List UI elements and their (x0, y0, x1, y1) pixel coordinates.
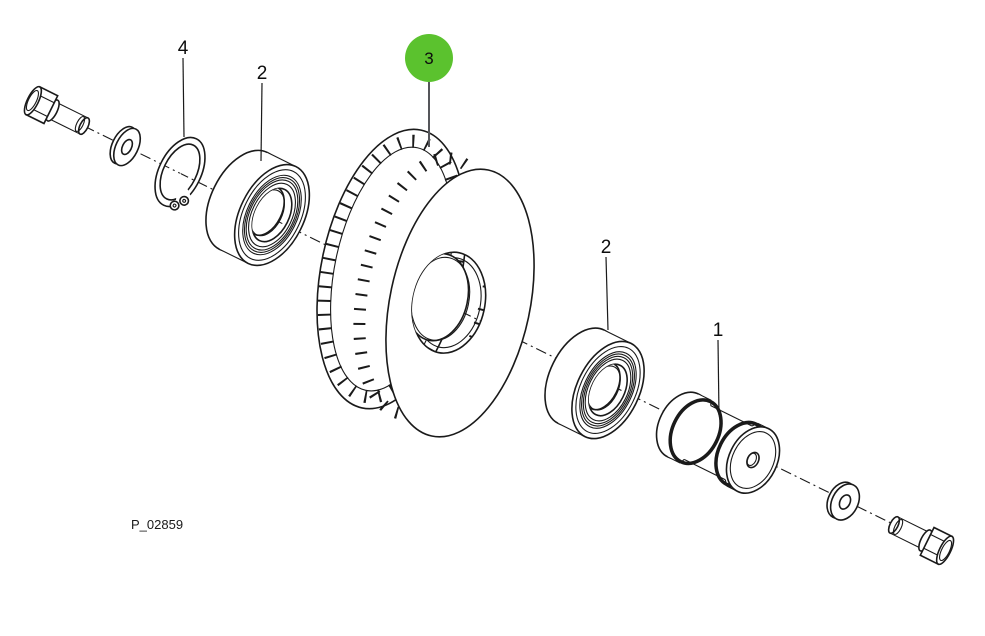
ball-bearing-left (205, 149, 311, 267)
callout-number: 3 (424, 49, 433, 68)
callout-circle[interactable] (405, 34, 453, 82)
washer-left (109, 125, 142, 167)
leader-line-bearing-left (260, 82, 263, 162)
ball-bearing-right (544, 327, 645, 440)
callout-balloon[interactable]: 3 (405, 34, 453, 82)
hex-bolt-right (882, 508, 958, 568)
toothed-pulley (316, 128, 535, 438)
hex-bolt-left (20, 83, 96, 143)
spacer-bushing (655, 391, 781, 494)
leader-line-bearing-right (605, 256, 609, 331)
leader-line-retaining-ring (182, 57, 185, 138)
part-label-spacer: 1 (713, 320, 724, 341)
leader-line-spacer (717, 339, 720, 416)
part-label-bearing-right: 2 (601, 237, 612, 258)
part-label-retaining-ring: 4 (178, 38, 189, 59)
caption-part-number: P_02859 (131, 517, 183, 532)
retaining-ring (154, 136, 206, 214)
part-label-bearing-left: 2 (257, 63, 268, 84)
washer-right (826, 481, 861, 521)
